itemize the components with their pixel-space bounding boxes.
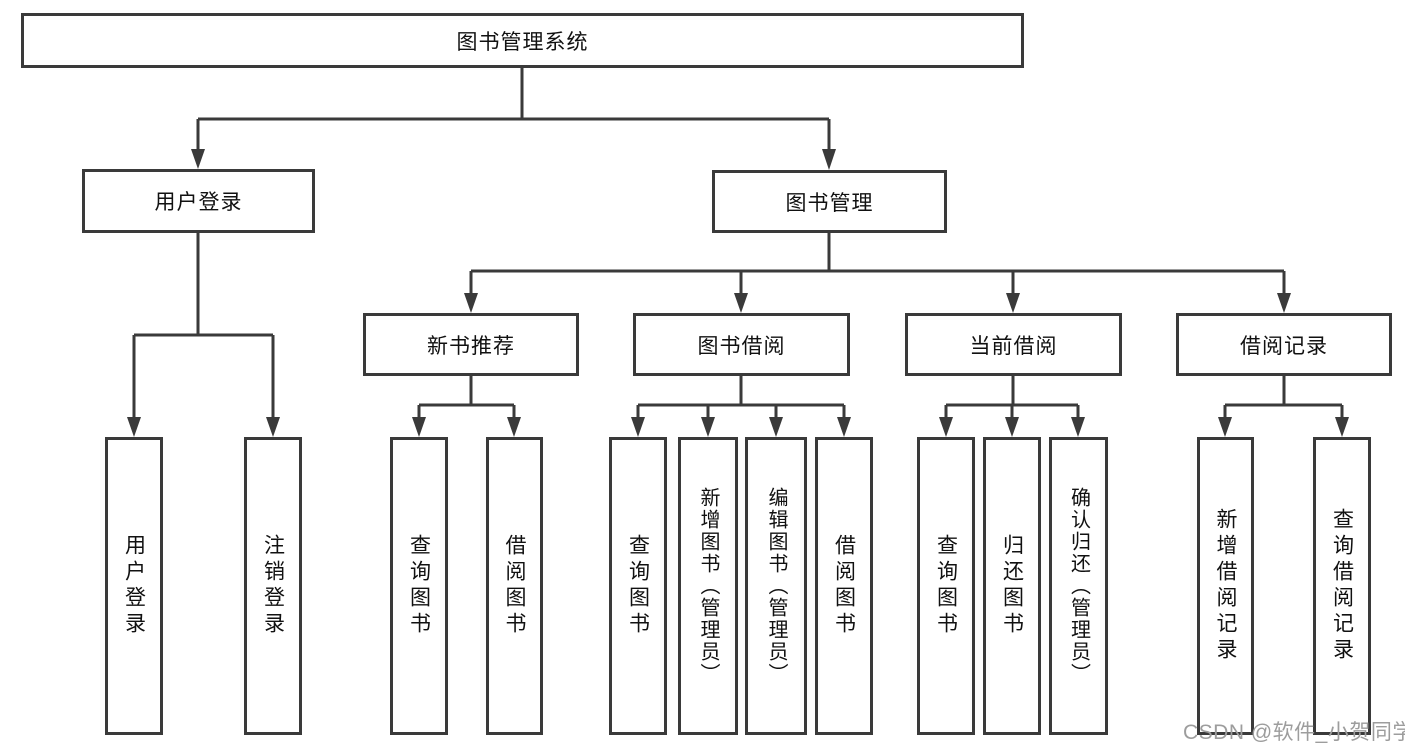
leaf-label: 新增图书（管理员） bbox=[697, 487, 719, 685]
leaf-label: 查询图书 bbox=[407, 534, 431, 638]
node-label: 借阅记录 bbox=[1240, 334, 1328, 358]
leaf-label: 借阅图书 bbox=[503, 534, 527, 638]
leaf-label: 归还图书 bbox=[1000, 534, 1024, 638]
leaf-user-login: 用户登录 bbox=[105, 437, 163, 735]
leaf-label: 查询借阅记录 bbox=[1330, 508, 1354, 664]
node-new-book-recommend: 新书推荐 bbox=[363, 313, 579, 376]
leaf-label: 新增借阅记录 bbox=[1214, 508, 1238, 664]
leaf-confirm-return-admin: 确认归还（管理员） bbox=[1049, 437, 1108, 735]
leaf-label: 注销登录 bbox=[261, 534, 285, 638]
leaf-add-book-admin: 新增图书（管理员） bbox=[678, 437, 738, 735]
leaf-logout: 注销登录 bbox=[244, 437, 302, 735]
node-borrowing-records: 借阅记录 bbox=[1176, 313, 1392, 376]
leaf-query-books-1: 查询图书 bbox=[390, 437, 448, 735]
node-label: 当前借阅 bbox=[969, 334, 1058, 358]
leaf-label: 用户登录 bbox=[122, 534, 146, 638]
leaf-borrow-books-2: 借阅图书 bbox=[815, 437, 873, 735]
node-label: 新书推荐 bbox=[427, 334, 515, 358]
node-book-borrowing: 图书借阅 bbox=[633, 313, 850, 376]
leaf-label: 查询图书 bbox=[934, 534, 958, 638]
csdn-watermark: CSDN @软件_小贺同学 bbox=[1183, 721, 1405, 744]
leaf-label: 确认归还（管理员） bbox=[1067, 487, 1090, 685]
leaf-label: 查询图书 bbox=[626, 534, 650, 638]
node-book-management: 图书管理 bbox=[712, 170, 947, 233]
node-library-management-system: 图书管理系统 bbox=[21, 13, 1024, 68]
leaf-borrow-books-1: 借阅图书 bbox=[486, 437, 543, 735]
node-label: 图书管理 bbox=[785, 191, 874, 215]
node-current-borrowing: 当前借阅 bbox=[905, 313, 1122, 376]
node-label: 图书管理系统 bbox=[456, 30, 589, 54]
leaf-query-borrow-records: 查询借阅记录 bbox=[1313, 437, 1371, 735]
leaf-return-books: 归还图书 bbox=[983, 437, 1041, 735]
leaf-label: 编辑图书（管理员） bbox=[765, 487, 787, 685]
leaf-query-books-2: 查询图书 bbox=[609, 437, 667, 735]
node-label: 用户登录 bbox=[154, 191, 243, 214]
node-label: 图书借阅 bbox=[697, 334, 786, 358]
leaf-edit-book-admin: 编辑图书（管理员） bbox=[745, 437, 807, 735]
node-user-login: 用户登录 bbox=[82, 169, 315, 233]
leaf-label: 借阅图书 bbox=[832, 534, 856, 638]
leaf-query-books-3: 查询图书 bbox=[917, 437, 975, 735]
leaf-add-borrow-record: 新增借阅记录 bbox=[1197, 437, 1254, 735]
